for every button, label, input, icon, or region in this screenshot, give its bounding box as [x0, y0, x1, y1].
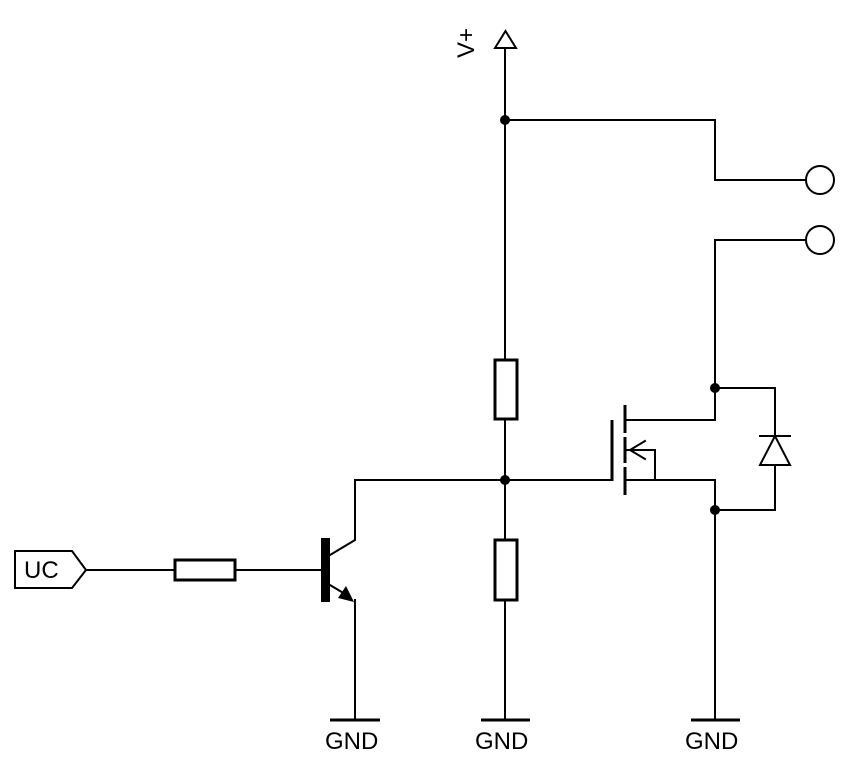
mosfet — [610, 405, 716, 495]
input-label: UC — [24, 557, 59, 584]
output-terminal-lower — [805, 225, 835, 255]
terminal-wire-upper — [504, 119, 807, 181]
transistor-base-bar — [321, 538, 330, 602]
pullup-resistor — [493, 358, 519, 421]
transistor-collector — [328, 479, 356, 557]
diode-bottom-wire — [714, 464, 776, 511]
diode-top-wire — [714, 387, 776, 437]
mosfet-body-arrow — [628, 439, 647, 461]
ground-label: GND — [685, 728, 738, 755]
ground-symbol-transistor: GND — [325, 718, 380, 755]
gate-junction — [500, 475, 510, 485]
output-terminal-upper — [805, 165, 835, 195]
diode-triangle — [758, 433, 792, 466]
ground-symbol-mosfet: GND — [685, 718, 740, 755]
base-resistor — [173, 558, 237, 582]
emitter-arrow — [338, 586, 354, 602]
input-connector: UC — [14, 550, 88, 589]
supply-symbol: V+ — [453, 28, 518, 58]
terminal-wire-lower — [714, 239, 807, 421]
ground-label: GND — [325, 728, 378, 755]
pulldown-resistor — [493, 538, 519, 602]
npn-transistor — [321, 479, 356, 721]
supply-label: V+ — [453, 28, 480, 58]
ground-label: GND — [475, 728, 528, 755]
ground-symbol-divider: GND — [475, 718, 530, 755]
flyback-diode — [714, 387, 792, 511]
